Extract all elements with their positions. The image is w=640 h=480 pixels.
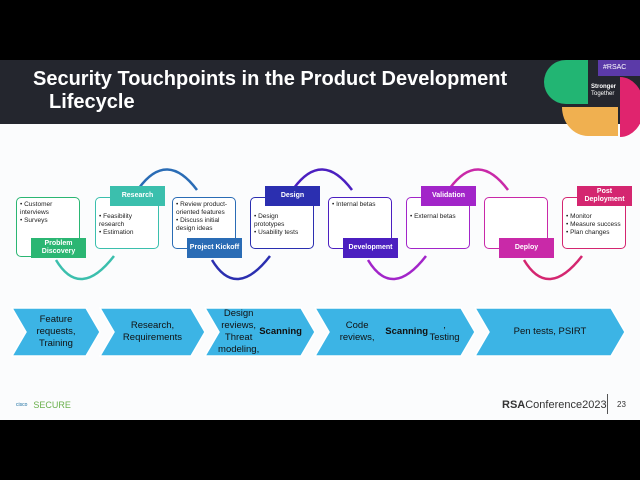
- chevron-label-text: Pen tests, PSIRT: [513, 326, 587, 337]
- stage-item: Feasibility research: [99, 213, 155, 229]
- stage-items: MonitorMeasure successPlan changes: [566, 213, 622, 237]
- chevron-shape: [203, 307, 316, 357]
- slide-header: Security Touchpoints in the Product Deve…: [0, 60, 640, 124]
- rsac-hashtag: #RSAC: [603, 64, 627, 71]
- footer-divider: [607, 394, 608, 414]
- stage-label: Project Kickoff: [187, 238, 242, 258]
- stage-item: Customer interviews: [20, 201, 76, 217]
- stage-item: Review product-oriented features: [176, 201, 232, 217]
- chevron-shape: [473, 307, 626, 357]
- chevron-shape: [313, 307, 476, 357]
- chevron-label: Research, Requirements: [114, 308, 191, 356]
- stage-item: Estimation: [99, 229, 155, 237]
- stage-item: Surveys: [20, 217, 76, 225]
- title-line1: Security Touchpoints in the Product Deve…: [33, 68, 508, 90]
- cisco-secure-logo: cisco SECURE: [16, 400, 71, 410]
- stage-item: Usability tests: [254, 229, 310, 237]
- stage-item: Plan changes: [566, 229, 622, 237]
- cycle-arc: [137, 168, 198, 191]
- chevron-label-bold: Scanning: [385, 326, 429, 337]
- chevron-label: Code reviews, Scanning, Testing: [329, 308, 461, 356]
- cycle-arcs: [54, 168, 583, 281]
- rsa-conference-logo: RSAConference2023: [502, 399, 607, 411]
- stage-label: Design: [265, 186, 320, 206]
- cycle-arc: [292, 168, 353, 191]
- stage-label: Post Deployment: [577, 186, 632, 206]
- chevron-shape: [10, 307, 101, 357]
- stage-item: Design prototypes: [254, 213, 310, 229]
- stage-label: Deploy: [499, 238, 554, 258]
- chevron-label-text: Research, Requirements: [122, 320, 183, 343]
- tag2: Together: [591, 91, 615, 97]
- page-number: 23: [617, 400, 626, 409]
- cycle-arc: [522, 255, 583, 281]
- stage-item: Monitor: [566, 213, 622, 221]
- chevron-label-text: , Testing: [429, 320, 460, 343]
- stage-label: Validation: [421, 186, 476, 206]
- chevron-label: Pen tests, PSIRT: [489, 308, 611, 356]
- stage-items: Customer interviewsSurveys: [20, 201, 76, 225]
- rsa-bold: RSA: [502, 399, 526, 411]
- stage-label: Research: [110, 186, 165, 206]
- stage-items: Design prototypesUsability tests: [254, 213, 310, 237]
- slide-title: Security Touchpoints in the Product Deve…: [33, 68, 553, 114]
- cycle-arc: [366, 255, 427, 281]
- chevron-label-text: Design reviews, Threat modeling,: [218, 308, 260, 355]
- stage-label: Development: [343, 238, 398, 258]
- chevron-label: Design reviews, Threat modeling, Scannin…: [218, 308, 302, 356]
- rsac-logo-graphic: [544, 60, 640, 137]
- stage-items: Internal betas: [332, 201, 388, 209]
- stage-items: External betas: [410, 213, 466, 221]
- cisco-logo: cisco: [16, 401, 28, 408]
- cycle-arc: [210, 255, 271, 281]
- chevron-label: Feature requests, Training: [26, 308, 86, 356]
- secure-label: SECURE: [33, 400, 71, 410]
- stage-items: Review product-oriented featuresDiscuss …: [176, 201, 232, 233]
- stage-items: Feasibility researchEstimation: [99, 213, 155, 237]
- stage-item: External betas: [410, 213, 466, 221]
- chevron-label-bold: Scanning: [259, 326, 302, 337]
- chevron-label-text: Code reviews,: [339, 320, 375, 343]
- cycle-arc: [54, 255, 115, 281]
- cycle-arc: [448, 168, 509, 191]
- stage-label: Problem Discovery: [31, 238, 86, 258]
- stage-item: Discuss initial design ideas: [176, 217, 232, 233]
- stage-item: Measure success: [566, 221, 622, 229]
- security-chevrons: [10, 307, 626, 357]
- chevron-shape: [98, 307, 206, 357]
- title-line2: Lifecycle: [49, 91, 135, 113]
- slide: Security Touchpoints in the Product Deve…: [0, 60, 640, 420]
- stage-item: Internal betas: [332, 201, 388, 209]
- tag1: Stronger: [591, 84, 617, 90]
- conference-name: Conference2023: [525, 399, 607, 411]
- chevron-label-text: Feature requests, Training: [36, 314, 76, 349]
